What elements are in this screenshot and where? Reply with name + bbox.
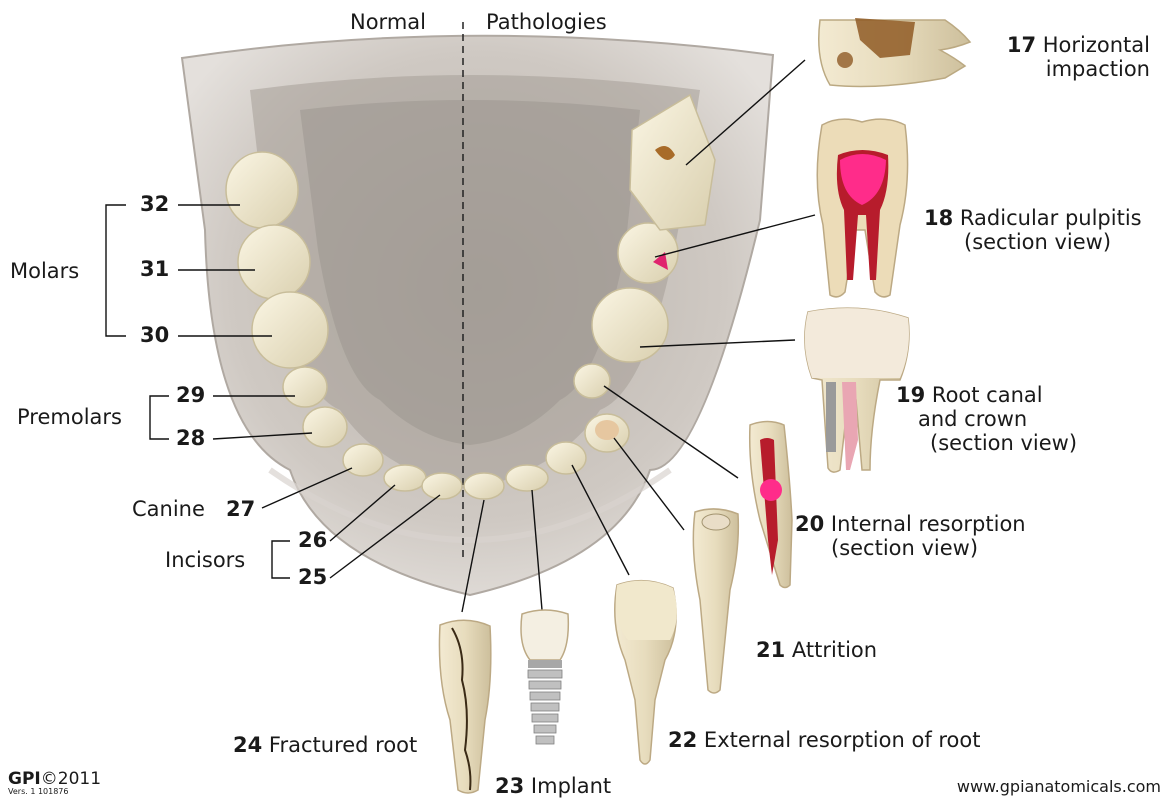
label-19-text2: and crown	[918, 407, 1027, 431]
label-18: 18 Radicular pulpitis (section view)	[924, 206, 1142, 254]
label-17: 17 Horizontal impaction	[975, 33, 1150, 81]
tooth-17-horizontal-impaction	[819, 18, 970, 86]
label-20: 20 Internal resorption (section view)	[795, 512, 1026, 560]
label-22-text: External resorption of root	[704, 728, 981, 752]
tooth-18-radicular-pulpitis	[817, 119, 907, 297]
label-20-text2: (section view)	[831, 536, 978, 560]
tooth-24-fractured-root	[439, 620, 490, 793]
tooth-number-28: 28	[176, 426, 205, 450]
category-premolars: Premolars	[17, 405, 122, 429]
header-normal: Normal	[350, 10, 426, 34]
tooth-20-internal-resorption	[750, 422, 792, 588]
label-17-number: 17	[1007, 33, 1036, 57]
label-23-text: Implant	[531, 774, 611, 798]
label-21: 21 Attrition	[756, 638, 877, 662]
label-21-number: 21	[756, 638, 785, 662]
label-23-number: 23	[495, 774, 524, 798]
label-20-text: Internal resorption	[831, 512, 1026, 536]
label-24: 24 Fractured root	[233, 733, 417, 757]
label-19-number: 19	[896, 383, 925, 407]
category-canine: Canine	[132, 497, 205, 521]
label-20-number: 20	[795, 512, 824, 536]
label-19-text: Root canal	[932, 383, 1043, 407]
label-19-text3: (section view)	[930, 431, 1077, 455]
footer-copyright: GPI©2011 Vers. 1 101876	[8, 769, 101, 796]
label-18-text: Radicular pulpitis	[960, 206, 1142, 230]
attrition-wear	[595, 420, 619, 440]
label-24-number: 24	[233, 733, 262, 757]
label-17-text: Horizontal	[1043, 33, 1150, 57]
tooth-number-31: 31	[140, 257, 169, 281]
label-22: 22 External resorption of root	[668, 728, 981, 752]
label-18-number: 18	[924, 206, 953, 230]
tooth-21-attrition	[693, 509, 738, 693]
category-incisors: Incisors	[165, 548, 245, 572]
copyright-year: ©2011	[41, 769, 101, 789]
label-19: 19 Root canal and crown (section view)	[896, 383, 1077, 455]
tooth-number-32: 32	[140, 192, 169, 216]
tooth-23-implant	[521, 610, 568, 744]
label-17-text2: impaction	[1046, 57, 1150, 81]
tooth-number-30: 30	[140, 323, 169, 347]
header-pathologies: Pathologies	[486, 10, 607, 34]
label-23: 23 Implant	[495, 774, 611, 798]
tooth-number-26: 26	[298, 528, 327, 552]
label-18-text2: (section view)	[964, 230, 1111, 254]
tooth-number-27: 27	[226, 497, 255, 521]
label-24-text: Fractured root	[269, 733, 417, 757]
tooth-number-29: 29	[176, 383, 205, 407]
tooth-19-root-canal-crown	[805, 308, 909, 472]
label-22-number: 22	[668, 728, 697, 752]
label-21-text: Attrition	[792, 638, 877, 662]
brand-logo: GPI	[8, 769, 41, 789]
category-molars: Molars	[10, 259, 79, 283]
tooth-number-25: 25	[298, 565, 327, 589]
website-url[interactable]: www.gpianatomicals.com	[957, 777, 1161, 796]
